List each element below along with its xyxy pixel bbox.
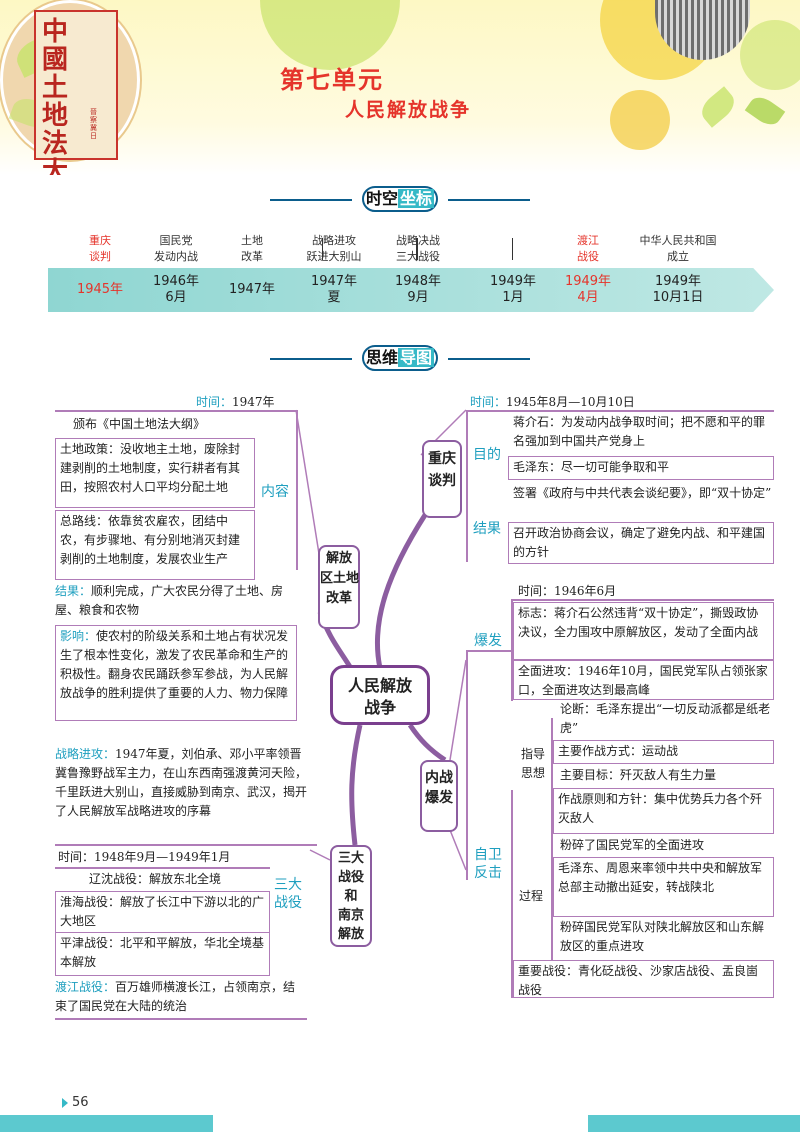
land-reform-time-value: 1947年 [232, 395, 275, 409]
process-2: 毛泽东、周恩来率领中共中央和解放军总部主动撤出延安，转战陕北 [553, 857, 774, 917]
center-node: 人民解放 战争 [330, 665, 430, 725]
guide-goal: 主要目标：歼灭敌人有生力量 [560, 766, 716, 785]
pingjin-campaign: 平津战役：北平和平解放，华北全境基本解放 [55, 932, 270, 976]
branch-three-campaigns [352, 725, 360, 845]
dujiang-label: 渡江战役： [55, 980, 115, 994]
outbreak-offensive: 全面进攻：1946年10月，国民党军队占领张家口，全面进攻达到最高峰 [513, 660, 774, 700]
campaigns-time: 时间：1948年9月—1949年1月 [58, 848, 230, 867]
chongqing-conference: 召开政治协商会议，确定了避免内战、和平建国的方针 [508, 522, 774, 564]
page-number: 56 [72, 1095, 89, 1110]
process-label: 过程 [519, 887, 543, 906]
guide-label: 指导 思想 [519, 745, 547, 783]
dujiang-campaign: 渡江战役：百万雄师横渡长江，占领南京，结束了国民党在大陆的统治 [55, 978, 307, 1016]
chongqing-purpose-label: 目的 [469, 446, 505, 464]
three-campaigns-node: 三大 战役 和 南京 解放 [330, 845, 372, 947]
guide-principle: 作战原则和方针：集中优势兵力各个歼灭敌人 [553, 788, 774, 834]
branch-chongqing [377, 515, 425, 668]
huaihai-campaign: 淮海战役：解放了长江中下游以北的广大地区 [55, 891, 270, 935]
guide-style: 主要作战方式：运动战 [553, 740, 774, 764]
land-reform-line: 总路线：依靠贫农雇农，团结中农，有步骤地、有分别地消灭封建剥削的土地制度，发展农… [55, 510, 255, 580]
footer-bar-right [588, 1115, 800, 1132]
process-3: 粉碎国民党军队对陕北解放区和山东解放区的重点进攻 [560, 918, 774, 956]
page-marker-icon [62, 1098, 68, 1108]
footer-bar-left [0, 1115, 213, 1132]
chongqing-time-value: 1945年8月—10月10日 [506, 395, 635, 409]
civil-war-node: 内战 爆发 [420, 760, 458, 832]
branch-civil-war [410, 725, 445, 760]
chongqing-time-label: 时间： [470, 395, 506, 409]
land-reform-policy: 土地政策：没收地主土地，废除封建剥削的土地制度，实行耕者有其田，按照农村人口平均… [55, 438, 255, 508]
center-node-text: 人民解放 战争 [348, 676, 412, 717]
three-campaigns-label: 三大 战役 [270, 876, 306, 912]
land-reform-result: 结果：顺利完成，广大农民分得了土地、房屋、粮食和农物 [55, 582, 295, 620]
self-defense-label: 自卫 反击 [469, 846, 507, 882]
chongqing-node: 重庆 谈判 [422, 440, 462, 518]
land-reform-impact: 影响：使农村的阶级关系和土地占有状况发生了根本性变化，激发了农民革命和生产的积极… [55, 625, 297, 721]
process-1: 粉碎了国民党军的全面进攻 [560, 836, 704, 855]
land-reform-result-label: 结果： [55, 584, 91, 598]
land-reform-node: 解放 区土地 改革 [318, 545, 360, 629]
outbreak-label: 爆发 [470, 632, 506, 650]
land-reform-publish: 颁布《中国土地法大纲》 [73, 415, 205, 434]
outbreak-sign: 标志：蒋介石公然违背“双十协定”，撕毁政协决议，全力围攻中原解放区，发动了全面内… [513, 602, 774, 660]
strategic-offensive: 战略进攻：1947年夏，刘伯承、邓小平率领晋冀鲁豫野战军主力，在山东西南强渡黄河… [55, 745, 307, 821]
strategic-offensive-label: 战略进攻： [55, 747, 115, 761]
important-battles: 重要战役：青化砭战役、沙家店战役、盂良崮战役 [513, 960, 774, 998]
chongqing-mao: 毛泽东：尽一切可能争取和平 [508, 456, 774, 480]
chongqing-chiang: 蒋介石：为发动内战争取时间；把不愿和平的罪名强加到中国共产党身上 [513, 413, 773, 451]
guide-theory: 论断：毛泽东提出“一切反动派都是纸老虎” [560, 700, 774, 738]
land-reform-content-label: 内容 [258, 483, 292, 501]
liaoshen-campaign: 辽沈战役：解放东北全境 [89, 870, 221, 889]
chongqing-sign: 签署《政府与中共代表会谈纪要》，即“双十协定” [513, 484, 773, 503]
land-reform-time-label: 时间： [196, 395, 232, 409]
land-reform-impact-label: 影响： [60, 629, 96, 643]
chongqing-result-label: 结果 [469, 520, 505, 538]
